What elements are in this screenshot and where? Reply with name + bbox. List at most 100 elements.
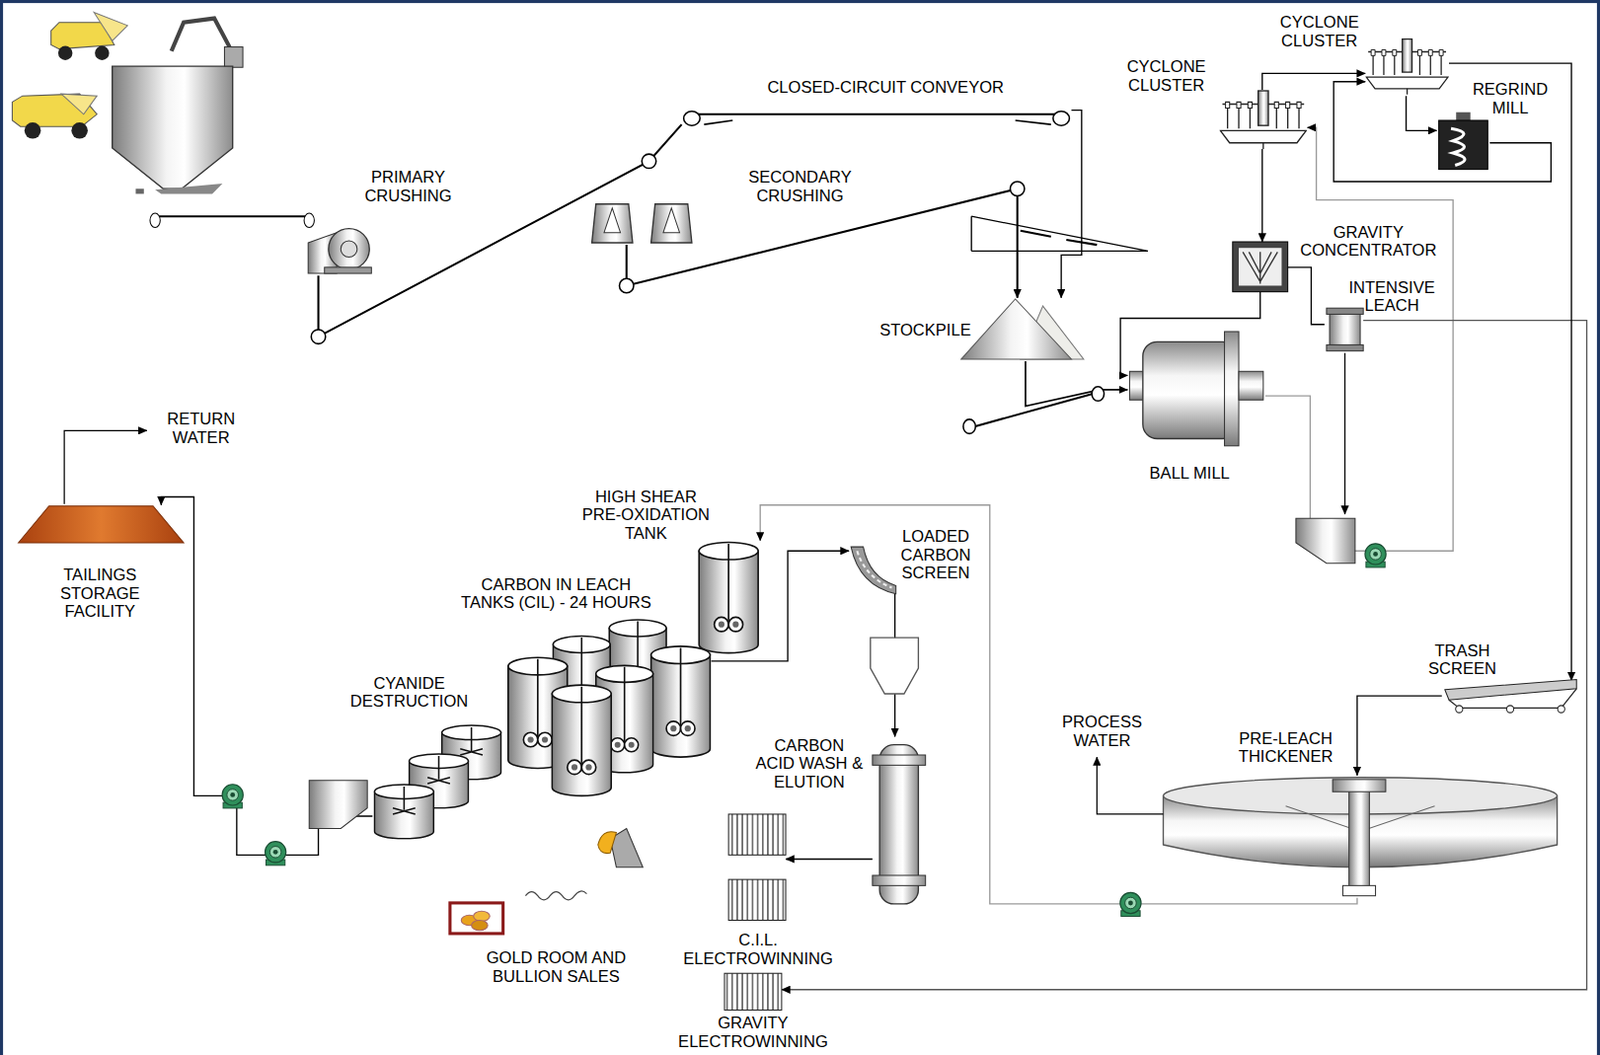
thickener-icon — [1163, 777, 1558, 897]
equipment-label: CYCLONE CLUSTER — [1274, 12, 1365, 50]
equipment-node: PRE-LEACH THICKENER — [1160, 775, 1559, 899]
flow-line — [1357, 695, 1443, 776]
intensive-leach-icon — [1326, 307, 1364, 351]
equipment-node: TRASH SCREEN — [1442, 681, 1581, 713]
equipment-node: LOADED CARBON SCREEN — [848, 543, 899, 594]
gravity-concentrator-icon — [1242, 251, 1278, 284]
conveyor-pulleys — [684, 111, 701, 126]
cone-crushers — [604, 208, 621, 233]
equipment-node: GRAVITY ELECTROWINNING — [724, 973, 782, 1010]
tailings-sump-and-pumps — [222, 784, 243, 809]
vibrating-screen — [971, 216, 1148, 251]
electrowinning-cells — [728, 814, 786, 855]
elution-column-icon — [872, 875, 926, 886]
conveyor-pulleys — [641, 153, 656, 168]
regrind-mill-icon — [1450, 128, 1465, 165]
trash-screen-icon — [1455, 705, 1463, 713]
gold-room-icon — [450, 828, 643, 933]
equipment-label: CARBON ACID WASH & ELUTION — [754, 736, 865, 792]
gravity-concentrator-icon — [1232, 241, 1289, 293]
jaw-crusher — [324, 267, 373, 274]
loaded-carbon-screen-icon — [870, 637, 919, 694]
stockpile-icon — [961, 299, 1072, 360]
gravity-concentrator-icon — [1232, 241, 1289, 293]
flow-line — [781, 320, 1588, 991]
equipment-label: CYCLONE CLUSTER — [1121, 58, 1212, 95]
ball-mill-icon — [1142, 341, 1237, 439]
haul-trucks — [94, 46, 109, 61]
equipment-node: SECONDARY CRUSHING — [587, 195, 696, 245]
conveyor-pulleys — [691, 113, 1062, 116]
equipment-node: STOCKPILE — [959, 298, 1084, 362]
haul-trucks — [11, 11, 128, 139]
trash-screen-icon — [1506, 705, 1514, 713]
feed-hopper — [152, 215, 311, 218]
feed-hopper — [304, 213, 314, 228]
flow-line — [318, 124, 683, 337]
conveyor-pulleys — [310, 329, 325, 344]
conveyor-pulleys — [1015, 120, 1052, 125]
equipment-label: GRAVITY ELECTROWINNING — [674, 1014, 833, 1052]
gravity-concentrator-icon — [1238, 247, 1282, 286]
ball-mill-icon — [1129, 371, 1143, 400]
ball-mill-icon — [1238, 371, 1264, 400]
jaw-crusher — [340, 240, 358, 258]
flow-line — [785, 858, 873, 860]
equipment-label: CARBON IN LEACH TANKS (CIL) - 24 HOURS — [457, 575, 657, 612]
cone-crushers — [663, 208, 681, 233]
elution-column-icon — [872, 745, 926, 905]
equipment-label: BALL MILL — [1149, 463, 1230, 483]
conveyor-pulleys — [1009, 181, 1024, 196]
equipment-label: CYANIDE DESTRUCTION — [345, 674, 472, 711]
electrowinning-cells — [724, 814, 786, 1010]
trash-screen-icon — [1445, 680, 1577, 701]
flow-line — [1406, 95, 1438, 131]
cone-crushers — [651, 204, 692, 243]
regrind-mill-icon — [1439, 112, 1489, 170]
vibrating-screen — [971, 216, 1148, 251]
gold-room-icon — [473, 911, 491, 921]
tailings-sump-and-pumps — [222, 780, 368, 866]
vibrating-screen — [1020, 230, 1098, 245]
equipment-node: CYCLONE CLUSTER — [1365, 36, 1449, 96]
equipment-label: GRAVITY CONCENTRATOR — [1292, 223, 1446, 260]
equipment-label: HIGH SHEAR PRE-OXIDATION TANK — [577, 487, 716, 543]
feed-hopper — [154, 183, 223, 194]
equipment-node: C.I.L. ELECTROWINNING — [728, 814, 786, 921]
haul-trucks — [61, 93, 97, 115]
equipment-label: TRASH SCREEN — [1422, 641, 1503, 679]
tailings-storage-icon — [18, 430, 184, 543]
conveyor-pulleys — [967, 391, 1100, 429]
regrind-mill-icon — [1455, 112, 1470, 121]
pre-oxidation-tank-icon — [698, 541, 759, 653]
excavator — [224, 47, 243, 69]
equipment-node: PRIMARY CRUSHING — [304, 227, 374, 277]
conveyor-pulleys — [1053, 111, 1070, 126]
flow-line — [1288, 267, 1325, 325]
intensive-leach-icon — [1329, 311, 1361, 347]
jaw-crusher — [307, 228, 372, 274]
intensive-leach-icon — [1326, 344, 1364, 351]
conveyor-pulleys — [703, 120, 733, 125]
regrind-mill-icon — [1439, 120, 1489, 170]
equipment-node: GOLD ROOM AND BULLION SALES — [449, 826, 643, 937]
stream-label: RETURN WATER — [159, 410, 242, 448]
cone-crushers — [592, 204, 633, 243]
equipment-label: C.I.L. ELECTROWINNING — [679, 931, 838, 969]
conveyor-pulleys — [1091, 386, 1104, 401]
cil-tanks-icon — [508, 619, 711, 796]
mill-discharge-sump — [1295, 353, 1386, 568]
equipment-label: CLOSED-CIRCUIT CONVEYOR — [766, 78, 1004, 98]
mill-discharge-sump — [1344, 353, 1346, 515]
electrowinning-cells — [728, 879, 786, 920]
flow-line — [1261, 149, 1263, 242]
stockpile-icon — [961, 299, 1084, 360]
loaded-carbon-screen-icon — [850, 546, 896, 595]
equipment-node: CLOSED-CIRCUIT CONVEYOR — [682, 104, 1072, 128]
electrowinning-cells — [724, 973, 782, 1010]
flow-line — [1061, 110, 1082, 299]
tailings-storage-icon — [18, 506, 184, 543]
process-water-arrow — [1096, 757, 1163, 815]
